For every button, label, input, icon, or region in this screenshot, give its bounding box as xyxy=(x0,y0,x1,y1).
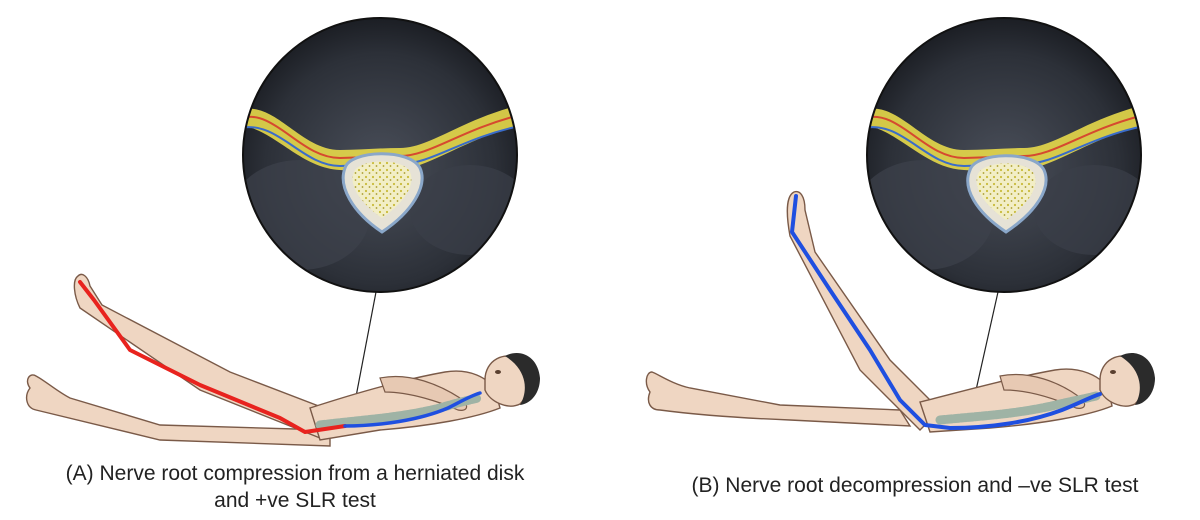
panel-b-illustration xyxy=(645,17,1155,433)
magnified-disc-view xyxy=(242,17,518,293)
panel-a-illustration xyxy=(25,17,540,447)
spinal-nerve xyxy=(343,391,482,428)
head xyxy=(1099,352,1155,407)
eye xyxy=(495,370,501,374)
caption-panel-a: (A) Nerve root compression from a hernia… xyxy=(0,460,590,514)
raised-leg xyxy=(73,273,352,439)
caption-a-line1: (A) Nerve root compression from a hernia… xyxy=(65,462,525,485)
caption-a-line2: and +ve SLR test xyxy=(214,489,376,512)
spine xyxy=(315,393,483,430)
panel-b-decompression: (B) Nerve root decompression and –ve SLR… xyxy=(600,0,1200,520)
caption-b-line1: (B) Nerve root decompression and –ve SLR… xyxy=(691,474,1139,497)
magnified-disc-view xyxy=(866,17,1142,293)
panel-a-compression: (A) Nerve root compression from a hernia… xyxy=(0,17,590,514)
supine-patient xyxy=(645,190,1155,433)
sciatic-nerve-decompressed xyxy=(790,194,1102,430)
nerve-band xyxy=(243,105,517,172)
hair xyxy=(505,352,540,405)
flat-leg xyxy=(645,371,912,427)
head xyxy=(484,352,540,407)
sciatic-nerve-compressed xyxy=(78,280,347,434)
flat-leg xyxy=(25,374,331,447)
nerve-band xyxy=(867,105,1141,172)
supine-patient xyxy=(25,273,540,447)
caption-panel-b: (B) Nerve root decompression and –ve SLR… xyxy=(630,472,1200,499)
hair xyxy=(1120,352,1155,405)
eye xyxy=(1110,370,1116,374)
